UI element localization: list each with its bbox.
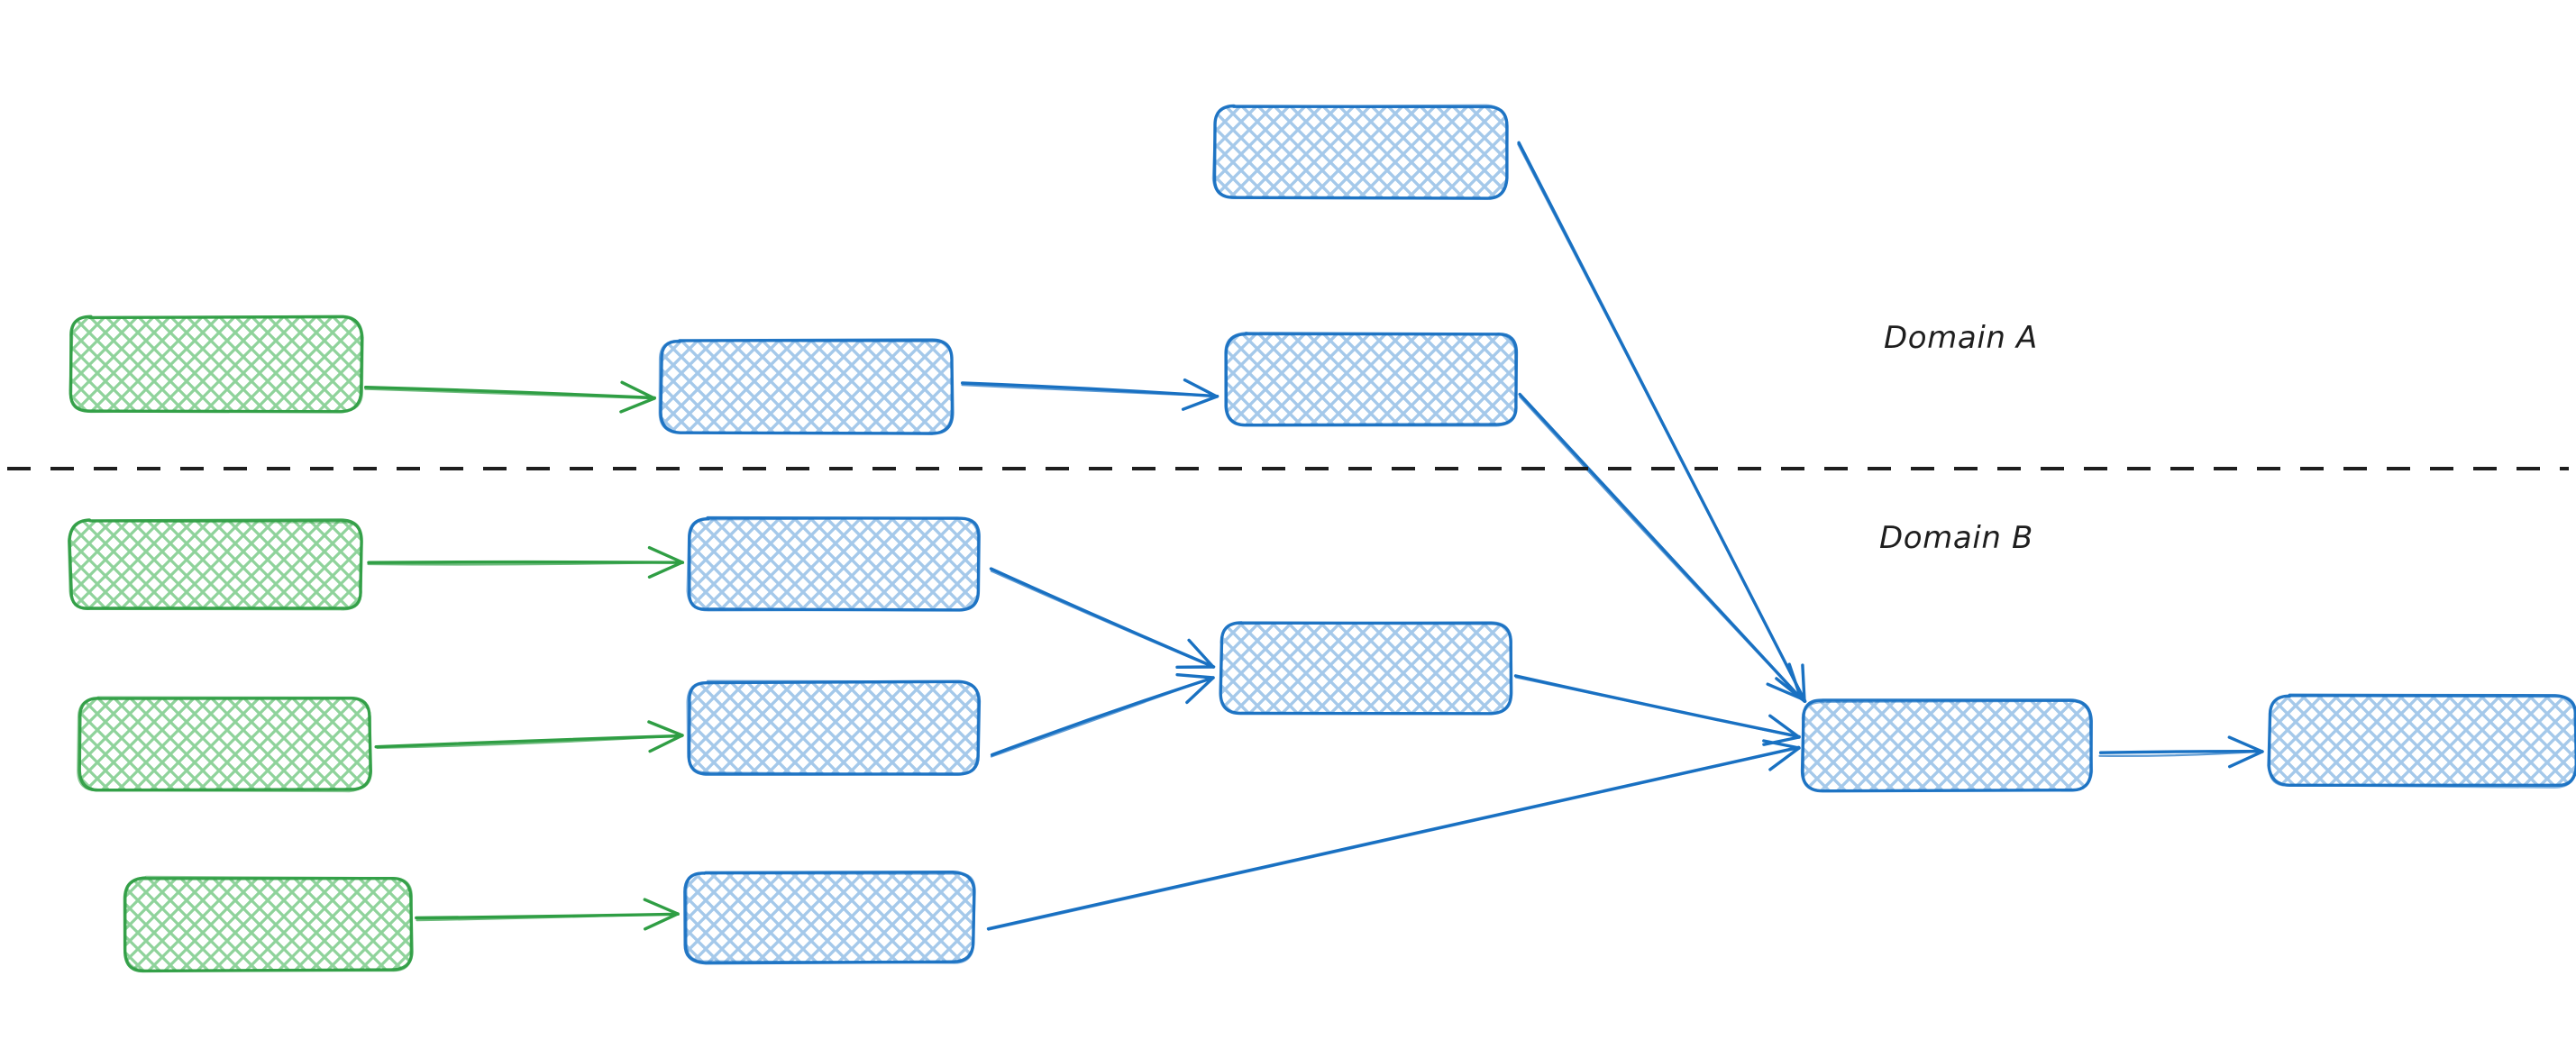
domain-a-label: Domain A bbox=[1884, 320, 2038, 356]
edge-proc-a3-to-agg-b[interactable] bbox=[1517, 141, 1807, 703]
node-layer bbox=[68, 104, 2576, 973]
node-proc-a1[interactable] bbox=[658, 338, 955, 435]
node-src-b1[interactable] bbox=[68, 518, 363, 611]
edge-proc-b3-to-agg-b[interactable] bbox=[986, 739, 1801, 931]
edge-src-b2-to-proc-b2[interactable] bbox=[374, 720, 684, 753]
edge-proc-b1-to-proc-b4[interactable] bbox=[989, 567, 1216, 669]
edge-proc-b4-to-agg-b[interactable] bbox=[1513, 674, 1801, 746]
domain-b-label: Domain B bbox=[1879, 520, 2033, 556]
node-src-a1[interactable] bbox=[69, 315, 364, 414]
edge-proc-a2-to-agg-b[interactable] bbox=[1518, 392, 1804, 701]
node-proc-b3[interactable] bbox=[683, 871, 976, 965]
edge-src-b3-to-proc-b3[interactable] bbox=[415, 898, 680, 931]
node-proc-b2[interactable] bbox=[686, 680, 982, 776]
node-proc-a3[interactable] bbox=[1211, 104, 1509, 200]
node-src-b2[interactable] bbox=[77, 696, 372, 793]
node-proc-b4[interactable] bbox=[1219, 621, 1513, 716]
edge-proc-b2-to-proc-b4[interactable] bbox=[990, 673, 1215, 758]
edge-layer bbox=[364, 141, 2264, 931]
node-sink-b[interactable] bbox=[2267, 693, 2576, 789]
edge-proc-a1-to-proc-a2[interactable] bbox=[961, 378, 1219, 411]
node-src-b3[interactable] bbox=[123, 875, 414, 973]
node-proc-a2[interactable] bbox=[1224, 332, 1519, 427]
edge-src-a1-to-proc-a1[interactable] bbox=[364, 380, 656, 414]
node-agg-b[interactable] bbox=[1800, 698, 2094, 793]
edge-agg-b-to-sink-b[interactable] bbox=[2098, 735, 2264, 769]
edge-src-b1-to-proc-b1[interactable] bbox=[367, 546, 685, 579]
node-proc-b1[interactable] bbox=[686, 515, 981, 612]
